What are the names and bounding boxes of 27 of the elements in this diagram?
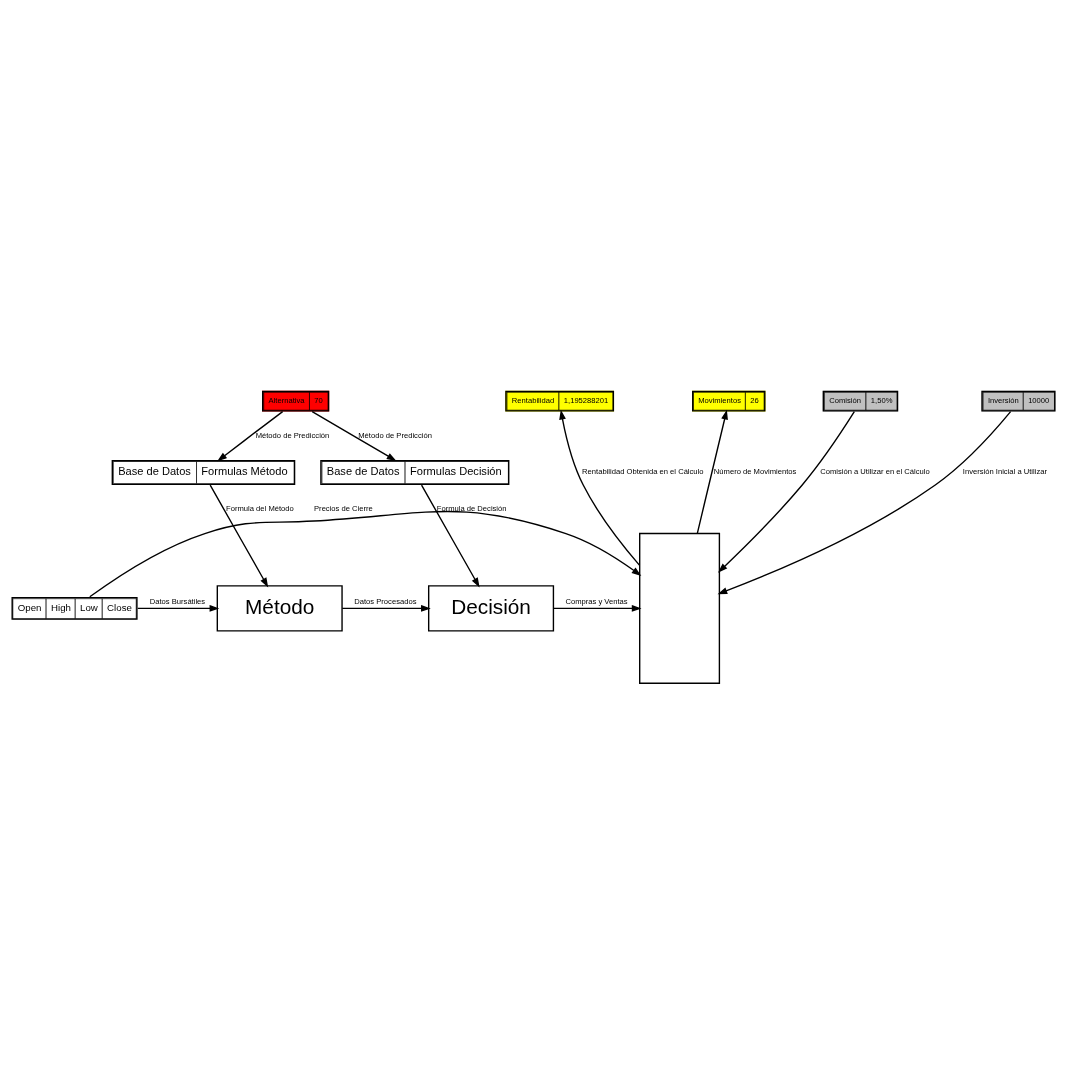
- arrow: [209, 484, 269, 587]
- node-box: Decisión: [428, 584, 555, 632]
- edge-label: Compras y Ventas: [565, 596, 628, 606]
- arrow: [311, 410, 397, 461]
- arrow: [696, 409, 728, 534]
- edge-label: Método de Predicción: [255, 430, 330, 440]
- arrow: [717, 410, 855, 573]
- edge-label: Datos Bursátiles: [149, 596, 206, 606]
- arrow: [552, 604, 642, 612]
- node-box: [639, 532, 721, 684]
- arrow: [217, 410, 284, 461]
- edge-label: Datos Procesados: [354, 596, 417, 606]
- arrow: [137, 604, 220, 612]
- edge-label: Precios de Cierre: [314, 503, 373, 513]
- edge-label: Formula de Decisión: [436, 503, 507, 513]
- arrow: [341, 604, 431, 612]
- arrow: [559, 409, 641, 566]
- arrow: [717, 410, 1012, 594]
- arrow: [89, 510, 642, 597]
- edge-label: Número de Movimientos: [713, 466, 797, 476]
- node-box: Método: [216, 584, 343, 632]
- edge-label: Rentabilidad Obtenida en el Cálculo: [582, 466, 704, 476]
- edge-label: Formula del Método: [226, 503, 294, 513]
- edge-label: Comisión a Utilizar en el Cálculo: [820, 466, 930, 476]
- arrow: [420, 484, 480, 587]
- edge-label: Inversión Inicial a Utilizar: [962, 466, 1048, 476]
- edge-label: Método de Predicción: [358, 430, 432, 440]
